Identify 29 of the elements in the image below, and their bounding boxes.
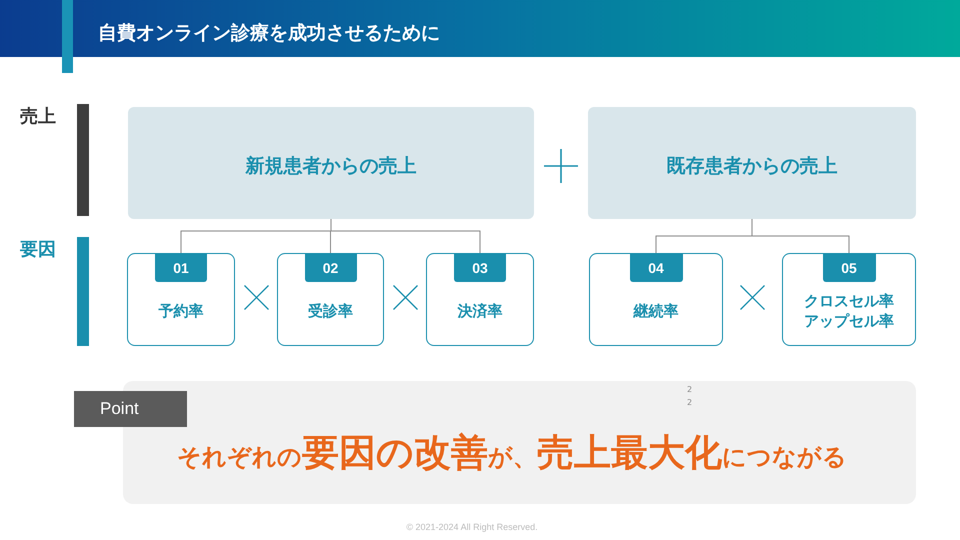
row-label: 売上 bbox=[20, 105, 56, 129]
factor-box bbox=[277, 253, 384, 346]
factor-box bbox=[589, 253, 723, 346]
revenue-label: 新規患者からの売上 bbox=[246, 154, 416, 178]
page-title: 自費オンライン診療を成功させるために bbox=[98, 21, 440, 45]
factor-label: 受診率 bbox=[308, 300, 353, 320]
small-number: 2 bbox=[687, 385, 692, 395]
connector-line bbox=[752, 218, 850, 254]
factor-label: クロスセル率アップセル率 bbox=[803, 290, 895, 330]
row-label: 要因 bbox=[20, 238, 56, 262]
number-tab: 02 bbox=[304, 253, 356, 282]
revenue-box bbox=[588, 107, 916, 219]
point-tab: Point bbox=[74, 391, 187, 427]
revenue-label: 既存患者からの売上 bbox=[666, 154, 838, 178]
factor-label: 予約率 bbox=[158, 300, 204, 320]
number-tab: 04 bbox=[630, 253, 682, 282]
small-number: 2 bbox=[687, 398, 692, 408]
factor-box bbox=[782, 253, 916, 346]
copyright-notice: © 2021-2024 All Right Reserved. bbox=[406, 521, 538, 533]
point-message: それぞれの要因の改善が、売上最大化につながる bbox=[177, 431, 847, 476]
revenue-box bbox=[128, 107, 534, 219]
connector-line bbox=[330, 218, 480, 254]
factor-box bbox=[426, 253, 534, 346]
number-tab: 01 bbox=[155, 253, 207, 282]
factor-label: 継続率 bbox=[634, 300, 678, 320]
number-tab: 05 bbox=[822, 253, 876, 282]
factor-label: 決済率 bbox=[458, 300, 502, 320]
number-tab: 03 bbox=[454, 253, 506, 282]
factor-box bbox=[127, 253, 235, 346]
